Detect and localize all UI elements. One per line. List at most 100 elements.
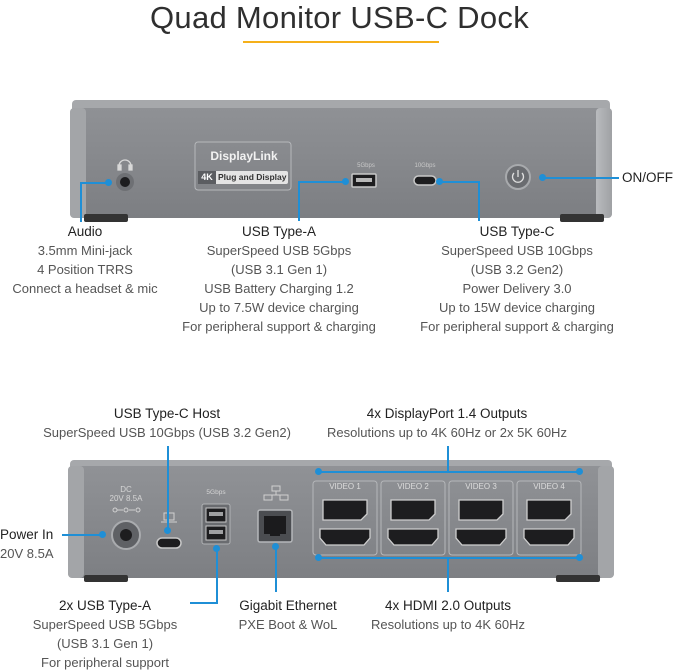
- 4k-badge: 4K: [198, 171, 216, 184]
- audio-line: Connect a headset & mic: [12, 281, 158, 296]
- displayport-3: [458, 499, 504, 521]
- power-button-label: ON/OFF: [622, 168, 679, 187]
- front-foot-right: [560, 214, 604, 222]
- power-in-label: Power In 20V 8.5A: [0, 525, 62, 563]
- usbc-host-callout-v: [167, 446, 169, 530]
- hdmi-callout-dot-right: [576, 554, 583, 561]
- usb-a-line: (USB 3.1 Gen 1): [230, 262, 328, 277]
- hdmi-4: [523, 528, 575, 546]
- usbc-callout-h: [440, 181, 480, 183]
- displayport-2: [390, 499, 436, 521]
- page-title: Quad Monitor USB-C Dock: [149, 0, 530, 35]
- title-underline: [243, 41, 439, 43]
- rear-usb-a-line: For peripheral support: [41, 655, 169, 670]
- rear-usba-callout-h: [190, 602, 218, 604]
- usb-a-line: USB Battery Charging 1.2: [204, 281, 354, 296]
- displayport-4: [526, 499, 572, 521]
- displaylink-badge-bar: 4K Plug and Display: [198, 171, 288, 184]
- rear-usb-a-line: (USB 3.1 Gen 1): [56, 636, 154, 651]
- power-callout-dot: [539, 174, 546, 181]
- hdmi-title: 4x HDMI 2.0 Outputs: [384, 598, 512, 613]
- hdmi-callout-dot-left: [315, 554, 322, 561]
- rear-usb-a-line: SuperSpeed USB 5Gbps: [32, 617, 178, 632]
- ethernet-label: Gigabit Ethernet PXE Boot & WoL: [220, 596, 356, 634]
- usb-c-front-label: USB Type-C SuperSpeed USB 10Gbps (USB 3.…: [412, 222, 622, 336]
- displayport-1: [322, 499, 368, 521]
- ethernet-title: Gigabit Ethernet: [239, 598, 337, 613]
- headset-icon: [117, 159, 133, 171]
- ethernet-callout-v: [275, 546, 277, 592]
- video-3-label: VIDEO 3: [465, 482, 497, 491]
- dp-callout-v: [447, 446, 449, 472]
- audio-title: Audio: [67, 224, 103, 239]
- video-3-frame: [448, 480, 514, 556]
- displayport-line: Resolutions up to 4K 60Hz or 2x 5K 60Hz: [327, 425, 567, 440]
- power-callout-h: [543, 177, 619, 179]
- video-4-frame: [516, 480, 582, 556]
- hdmi-callout-v: [447, 558, 449, 592]
- usba-speed-label: 5Gbps: [357, 163, 375, 169]
- usb-a-stack: [201, 503, 231, 545]
- rear-foot-left: [84, 575, 128, 582]
- usb-a-title: USB Type-A: [241, 224, 317, 239]
- usba-callout-v: [298, 181, 300, 221]
- power-in-title: Power In: [0, 527, 54, 542]
- usb-c-port-front: [413, 175, 437, 186]
- dc-rating-label: DC 20V 8.5A: [100, 485, 152, 503]
- power-button-title: ON/OFF: [622, 170, 673, 185]
- front-device: [70, 100, 612, 222]
- rear-foot-right: [556, 575, 600, 582]
- dc-rating-text: 20V 8.5A: [109, 494, 143, 503]
- hdmi-3: [455, 528, 507, 546]
- audio-callout-v: [80, 182, 82, 222]
- power-in-callout-dot: [99, 531, 106, 538]
- video-2-label: VIDEO 2: [397, 482, 429, 491]
- hdmi-line: Resolutions up to 4K 60Hz: [371, 617, 525, 632]
- video-2-frame: [380, 480, 446, 556]
- usb-c-host-port: [156, 537, 182, 549]
- hdmi-callout-h: [318, 557, 580, 559]
- plug-and-display-text: Plug and Display: [218, 172, 287, 182]
- usb-c-line: SuperSpeed USB 10Gbps: [441, 243, 593, 258]
- laptop-icon: [161, 512, 177, 523]
- usb-a-line: SuperSpeed USB 5Gbps: [206, 243, 352, 258]
- usbc-callout-v: [478, 181, 480, 221]
- dc-text: DC: [120, 485, 132, 494]
- displaylink-logo-frame: [194, 141, 292, 191]
- hdmi-2: [387, 528, 439, 546]
- usb-a-port-2: [205, 525, 227, 541]
- usb-a-line: For peripheral support & charging: [182, 319, 376, 334]
- rear-usb-a-title: 2x USB Type-A: [58, 598, 152, 613]
- audio-callout-h: [80, 182, 109, 184]
- usb-c-host-line: SuperSpeed USB 10Gbps (USB 3.2 Gen2): [43, 425, 291, 440]
- usb-c-line: Power Delivery 3.0: [462, 281, 572, 296]
- usbc-host-callout-dot: [164, 527, 171, 534]
- audio-line: 4 Position TRRS: [37, 262, 133, 277]
- power-in-line: 20V 8.5A: [0, 546, 54, 561]
- usb-c-line: Up to 15W device charging: [438, 300, 596, 315]
- dp-callout-dot-right: [576, 468, 583, 475]
- power-in-callout-h: [62, 534, 102, 536]
- usb-c-host-label: USB Type-C Host SuperSpeed USB 10Gbps (U…: [30, 404, 304, 442]
- usb-c-host-title: USB Type-C Host: [113, 406, 221, 421]
- usb-a-front-label: USB Type-A SuperSpeed USB 5Gbps (USB 3.1…: [174, 222, 384, 336]
- ethernet-line: PXE Boot & WoL: [238, 617, 338, 632]
- video-1-frame: [312, 480, 378, 556]
- ethernet-port: [257, 509, 293, 543]
- dc-power-jack: [111, 520, 141, 550]
- dp-callout-h: [318, 471, 580, 473]
- usba-callout-h: [298, 181, 346, 183]
- network-icon: [263, 485, 289, 501]
- rear-usba-callout-v: [216, 548, 218, 604]
- front-body: [70, 108, 612, 218]
- usb-c-line: (USB 3.2 Gen2): [470, 262, 564, 277]
- usbc-callout-dot: [436, 178, 443, 185]
- hdmi-1: [319, 528, 371, 546]
- usb-a-line: Up to 7.5W device charging: [199, 300, 359, 315]
- audio-label: Audio 3.5mm Mini-jack 4 Position TRRS Co…: [0, 222, 170, 298]
- rear-usb-a-label: 2x USB Type-A SuperSpeed USB 5Gbps (USB …: [20, 596, 190, 672]
- dp-callout-dot-left: [315, 468, 322, 475]
- displaylink-logo-text: DisplayLink: [210, 149, 278, 163]
- usb-a-port-1: [205, 507, 227, 523]
- usb-c-line: For peripheral support & charging: [420, 319, 614, 334]
